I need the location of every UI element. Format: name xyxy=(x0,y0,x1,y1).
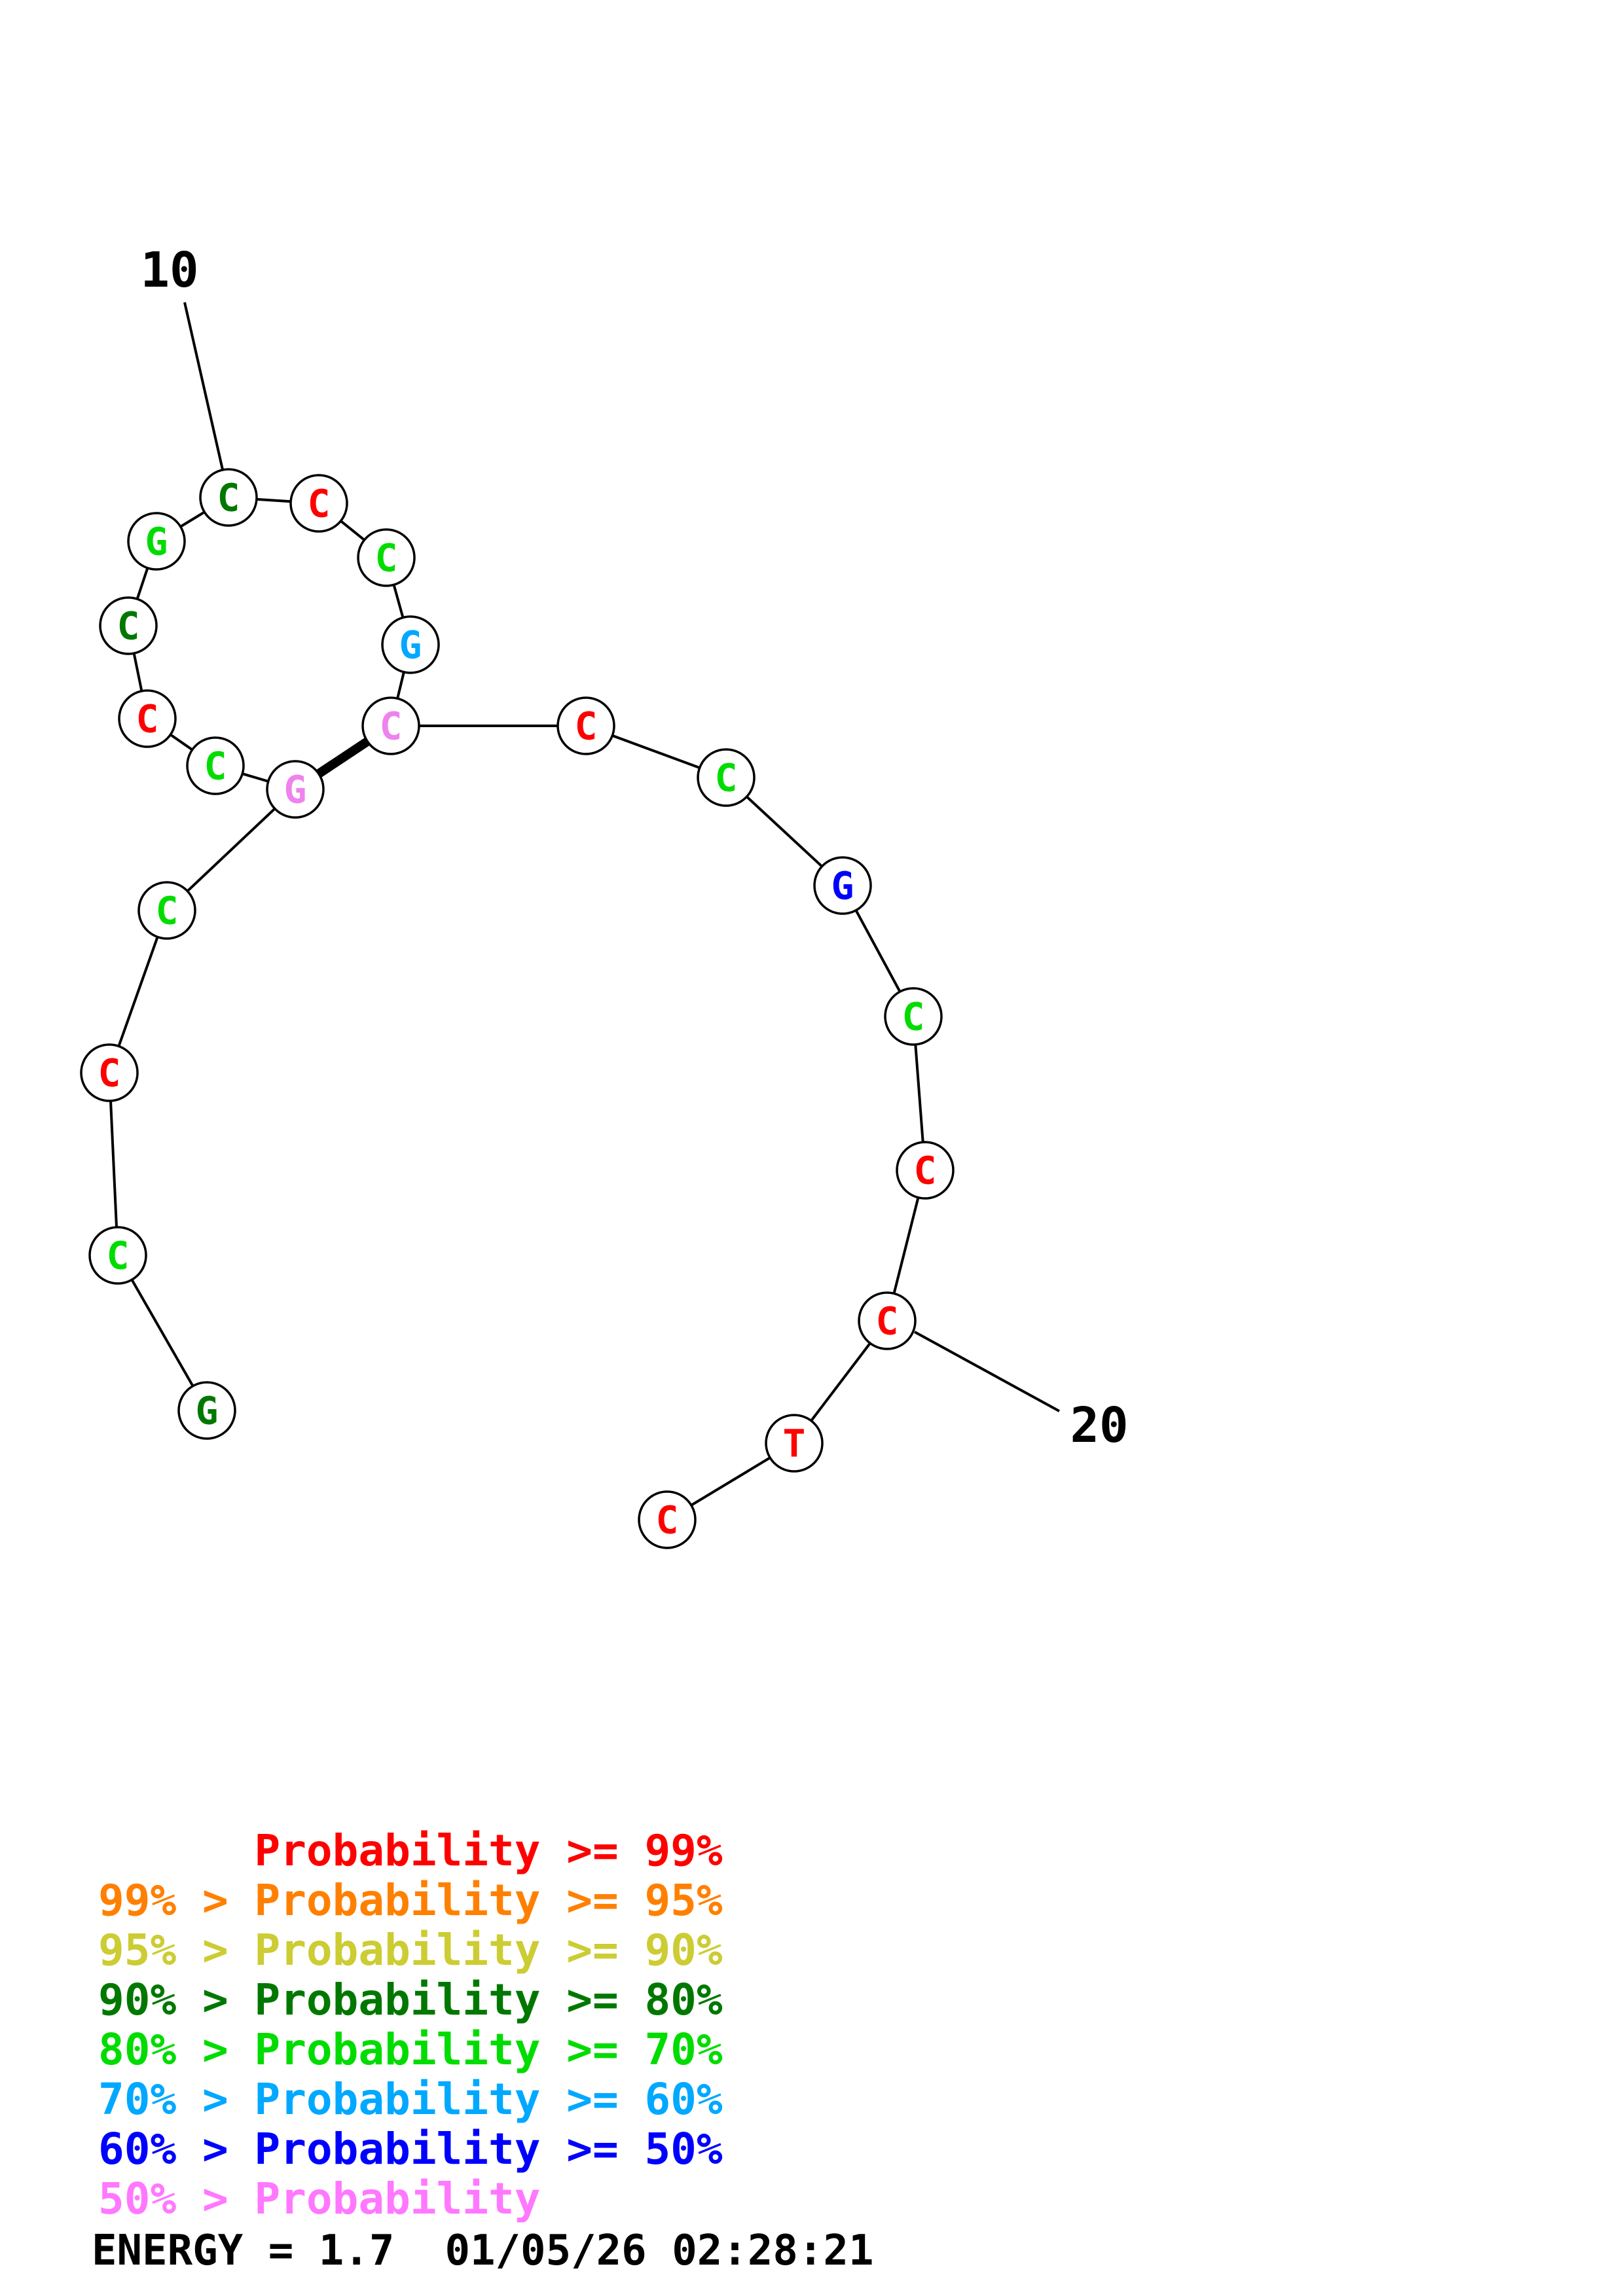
nucleotide-circle xyxy=(884,987,943,1046)
nucleotide-circle xyxy=(177,1381,236,1440)
nucleotide-letter: C xyxy=(107,1233,130,1278)
nucleotide-letter: G xyxy=(399,622,422,667)
energy-timestamp: ENERGY = 1.7 01/05/26 02:28:21 xyxy=(92,2227,874,2275)
nucleotide-letter: C xyxy=(380,704,403,748)
nucleotide-letter: C xyxy=(204,744,227,788)
nucleotide-circle xyxy=(118,689,177,748)
legend-row-80: 90% > Probability >= 80% xyxy=(98,1975,723,2025)
nucleotide-circle xyxy=(357,528,416,587)
nucleotide-circle xyxy=(858,1291,917,1350)
nucleotide-letter: C xyxy=(575,704,598,748)
nucleotide-letter: C xyxy=(656,1498,679,1542)
nucleotide-circle xyxy=(813,856,872,915)
nucleotide-circle xyxy=(199,468,258,527)
legend-row-60: 70% > Probability >= 60% xyxy=(98,2074,723,2125)
legend-row-50: 60% > Probability >= 50% xyxy=(98,2124,723,2174)
nucleotide-letter: G xyxy=(145,519,168,564)
position-label: 10 xyxy=(140,242,198,298)
nucleotide-letter: C xyxy=(98,1050,121,1095)
legend-row-90: 95% > Probability >= 90% xyxy=(98,1925,723,1975)
nucleotide-circle xyxy=(266,760,325,819)
label-leader-line xyxy=(183,302,225,473)
nucleotide-circle xyxy=(896,1141,955,1200)
nucleotide-letter: C xyxy=(375,535,398,580)
nucleotide-letter: C xyxy=(914,1148,937,1193)
label-leader-line xyxy=(914,1331,1060,1412)
legend-row-95: 99% > Probability >= 95% xyxy=(98,1875,723,1926)
nucleotide-letter: C xyxy=(715,755,738,800)
nucleotide-circle xyxy=(765,1414,824,1473)
backbone-line xyxy=(117,1255,208,1411)
nucleotide-letter: C xyxy=(156,888,179,933)
nucleotide-circle xyxy=(697,748,756,807)
nucleotide-circle xyxy=(381,615,440,674)
nucleotide-circle xyxy=(361,696,420,755)
nucleotide-letter: C xyxy=(217,475,240,520)
legend-row-below50: 50% > Probability xyxy=(98,2174,541,2224)
nucleotide-letter: C xyxy=(117,603,140,648)
nucleotide-letter: G xyxy=(196,1388,219,1433)
nucleotide-circle xyxy=(289,474,348,533)
backbone-line xyxy=(108,1072,119,1256)
nucleotide-circle xyxy=(556,696,615,755)
nucleotide-circle xyxy=(80,1043,139,1102)
backbone-line xyxy=(166,788,297,912)
nucleotide-circle xyxy=(88,1226,147,1285)
nucleotide-circle xyxy=(137,881,196,940)
nucleotide-letter: G xyxy=(831,863,854,908)
nucleotide-letter: C xyxy=(136,696,159,741)
nucleotide-letter: C xyxy=(902,994,925,1039)
nucleotide-letter: G xyxy=(284,767,307,812)
nucleotide-circle xyxy=(99,596,158,655)
legend-row-99: Probability >= 99% xyxy=(98,1825,723,1876)
nucleotide-circle xyxy=(186,736,245,795)
nucleotide-letter: C xyxy=(308,481,331,526)
position-label: 20 xyxy=(1070,1397,1128,1454)
legend-row-70: 80% > Probability >= 70% xyxy=(98,2024,723,2075)
probability-legend: Probability >= 99% 99% > Probability >= … xyxy=(98,1826,723,2224)
nucleotide-circle xyxy=(127,512,186,571)
nucleotide-letter: C xyxy=(876,1299,899,1343)
nucleotide-circle xyxy=(638,1490,697,1549)
nucleotide-letter: T xyxy=(783,1421,806,1465)
